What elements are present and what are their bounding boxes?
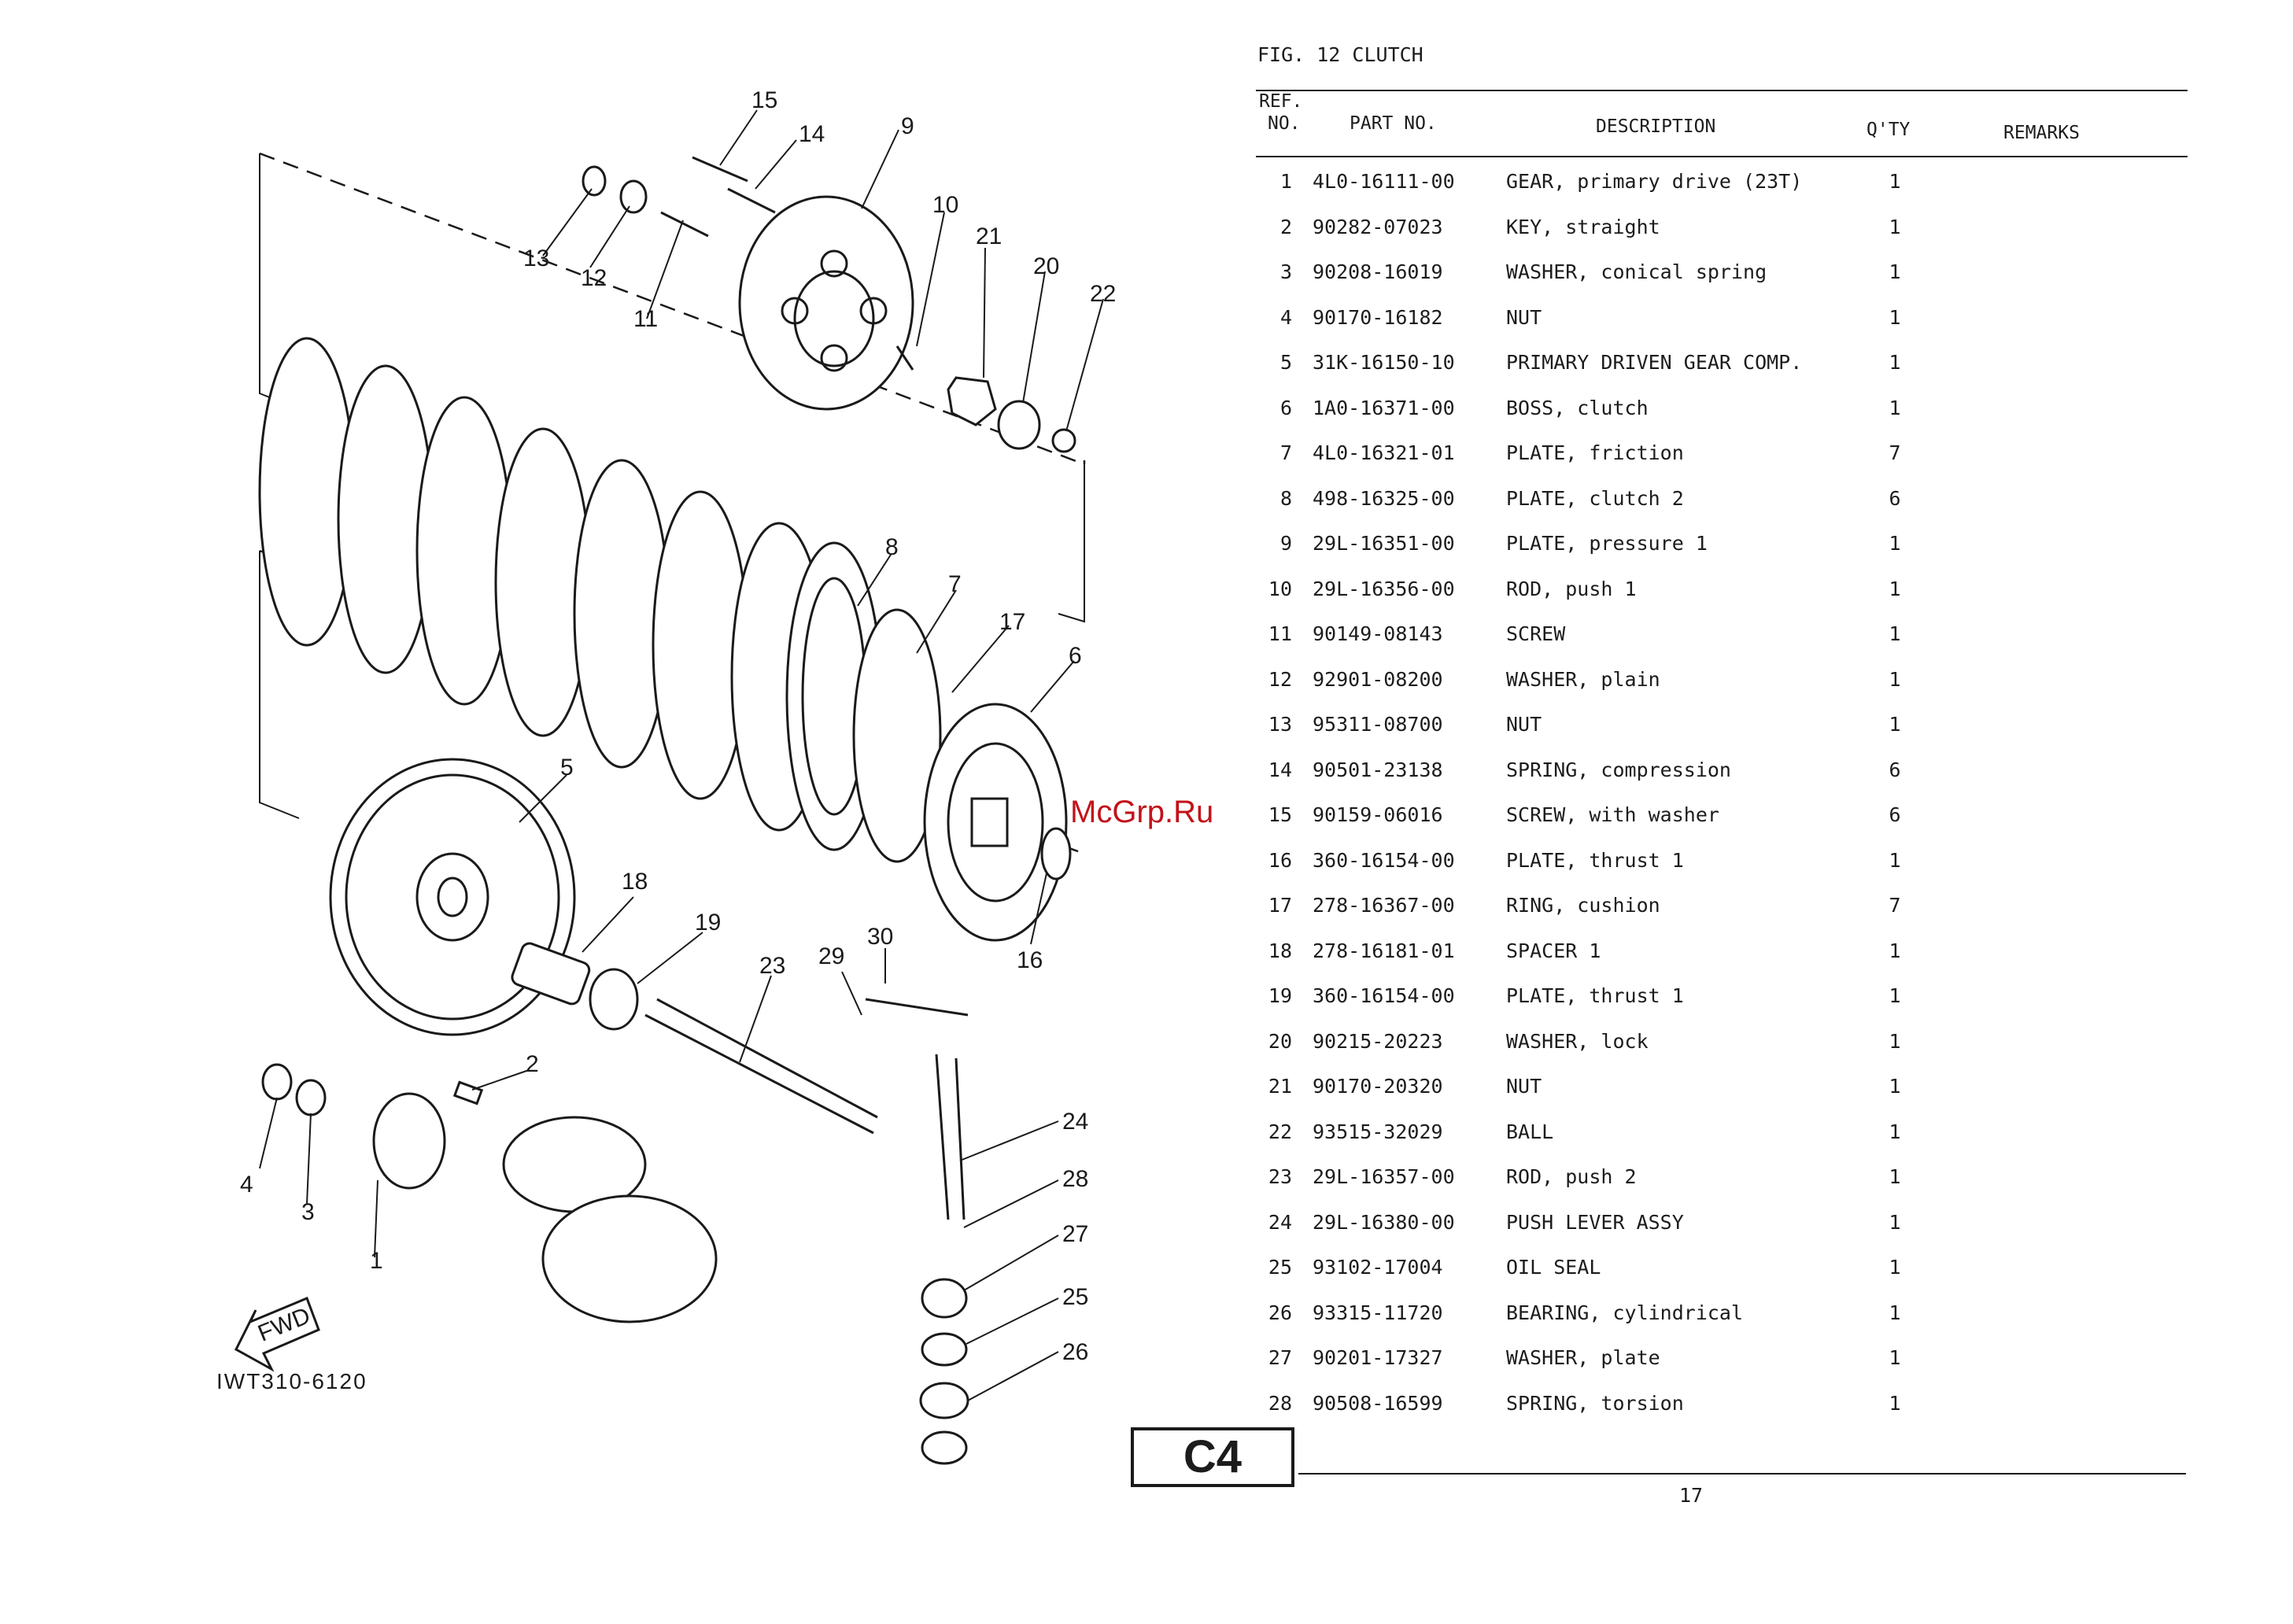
leader-lines [259, 109, 1104, 1401]
callout-26: 26 [1062, 1339, 1088, 1365]
footer-rule [1298, 1473, 2186, 1475]
callout-16: 16 [1017, 947, 1043, 973]
callout-8: 8 [885, 534, 899, 560]
callout-28: 28 [1062, 1166, 1088, 1192]
page-number: 17 [1679, 1484, 1704, 1507]
small-parts [234, 156, 1076, 1465]
watermark: McGrp.Ru [1070, 795, 1214, 829]
primary-driven-gear [329, 758, 576, 1036]
callout-12: 12 [581, 265, 607, 291]
exploded-diagram: 15 14 9 10 21 20 22 13 12 11 8 7 17 6 5 … [234, 87, 1116, 1465]
callout-20: 20 [1033, 253, 1059, 279]
header-ref-line1: REF. [1259, 91, 1303, 112]
clutch-plate-stack [258, 337, 883, 851]
callout-5: 5 [560, 755, 574, 781]
callout-14: 14 [799, 121, 825, 147]
callout-10: 10 [932, 192, 958, 218]
callout-19: 19 [695, 910, 721, 936]
callout-29: 29 [818, 943, 844, 969]
callout-22: 22 [1090, 281, 1116, 307]
header-ref-line2: NO. [1268, 113, 1301, 134]
callout-25: 25 [1062, 1284, 1088, 1310]
sheet-code-box: C4 [1131, 1427, 1294, 1487]
callout-23: 23 [759, 953, 785, 979]
model-code: IWT310-6120 [216, 1369, 367, 1393]
callout-4: 4 [240, 1172, 253, 1198]
header-top-rule [1256, 90, 2188, 91]
callout-2: 2 [526, 1051, 539, 1077]
callout-1: 1 [370, 1248, 383, 1274]
callout-27: 27 [1062, 1221, 1088, 1247]
callout-3: 3 [301, 1199, 315, 1225]
figure-title: FIG. 12 CLUTCH [1257, 43, 1423, 66]
pressure-plate [738, 195, 914, 411]
header-description: DESCRIPTION [1596, 116, 1716, 137]
callout-11: 11 [633, 306, 658, 332]
callout-6: 6 [1069, 643, 1082, 669]
callout-17: 17 [999, 609, 1025, 635]
header-qty: Q'TY [1867, 120, 1911, 140]
clutch-boss [852, 608, 1072, 942]
callout-21: 21 [976, 223, 1002, 249]
callout-15: 15 [751, 87, 777, 113]
callout-24: 24 [1062, 1109, 1088, 1135]
callout-7: 7 [948, 571, 962, 597]
header-remarks: REMARKS [2003, 123, 2080, 143]
callout-30: 30 [867, 924, 893, 950]
callout-18: 18 [622, 869, 648, 895]
callout-9: 9 [901, 113, 914, 139]
header-bottom-rule [1256, 156, 2188, 157]
header-part-no: PART NO. [1350, 113, 1437, 134]
callout-13: 13 [523, 245, 549, 271]
